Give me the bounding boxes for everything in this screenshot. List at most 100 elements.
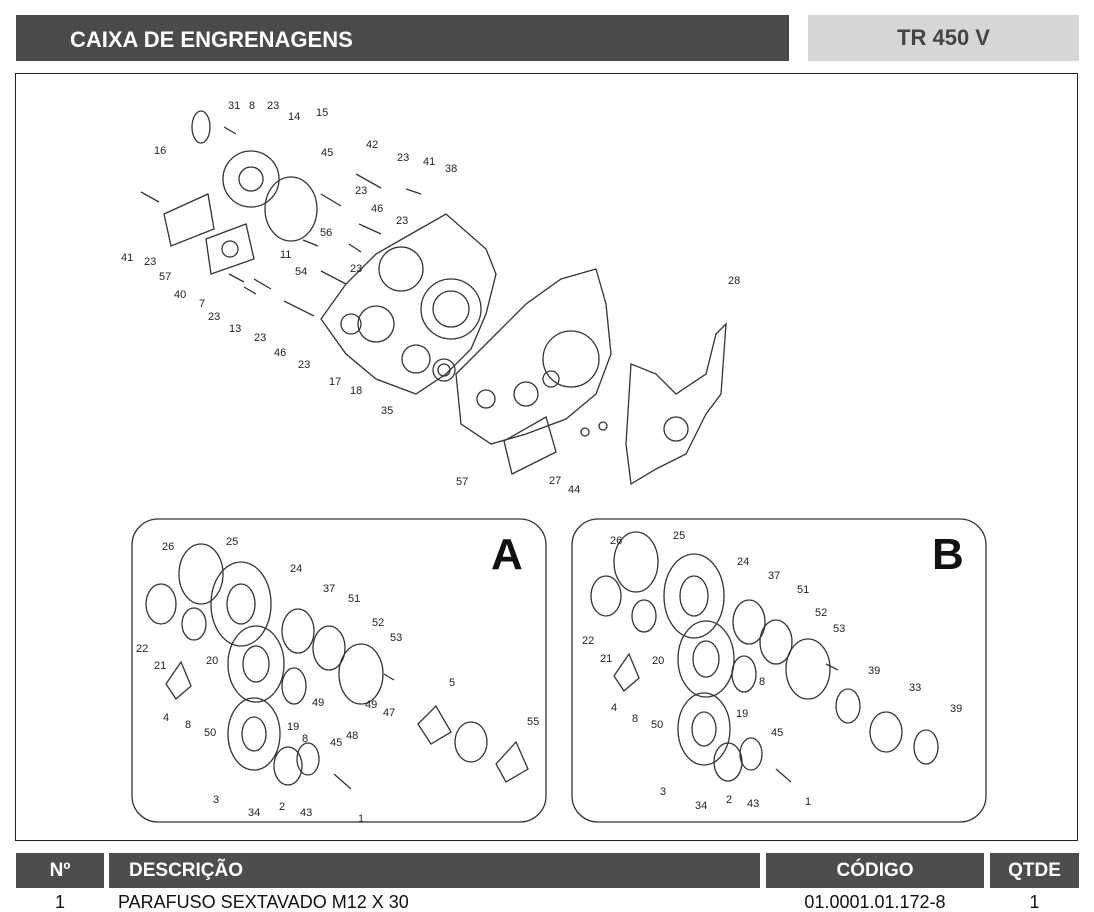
housing-callout: 14 (288, 111, 300, 123)
housing-callout: 23 (397, 152, 409, 164)
panel-a-callout: 2 (279, 801, 285, 813)
housing-callout: 28 (728, 275, 740, 287)
table-row-number: 1 (54, 892, 65, 912)
housing-callout: 57 (159, 271, 171, 283)
panel-a-callout: 45 (330, 737, 342, 749)
gear-housing-drawing (140, 110, 727, 486)
housing-callout: 18 (350, 385, 362, 397)
panel-a-callout: 20 (206, 655, 218, 667)
panel-a-callout: 37 (323, 583, 335, 595)
panel-a-letter: A (491, 530, 523, 579)
panel-b-callout: 20 (652, 655, 664, 667)
panel-a-callout: 53 (390, 632, 402, 644)
housing-callout: 17 (329, 376, 341, 388)
housing-callout: 42 (366, 139, 378, 151)
column-header-quantity: QTDE (990, 853, 1079, 888)
panel-a-callout: 43 (300, 807, 312, 819)
housing-callout: 40 (174, 289, 186, 301)
panel-b-callout: 50 (651, 719, 663, 731)
housing-callout: 23 (350, 263, 362, 275)
panel-a-callout: 52 (372, 617, 384, 629)
housing-callout: 16 (154, 145, 166, 157)
panel-b-callout: 24 (737, 556, 749, 568)
panel-a-callout: 48 (346, 730, 358, 742)
panel-a-callout: 1 (358, 813, 364, 825)
housing-callout: 57 (456, 476, 468, 488)
panel-b-callout: 1 (805, 796, 811, 808)
panel-a-callout: 8 (302, 733, 308, 745)
housing-callout: 11 (280, 249, 291, 261)
panel-a: A (131, 518, 547, 823)
panel-b-callout: 4 (611, 702, 617, 714)
housing-callout: 13 (229, 323, 241, 335)
housing-callout: 46 (274, 347, 286, 359)
panel-b-callout: 39 (868, 665, 880, 677)
panel-a-callout: 24 (290, 563, 302, 575)
panel-a-callout: 47 (383, 707, 395, 719)
panel-a-callout: 34 (248, 807, 260, 819)
table-row-description: PARAFUSO SEXTAVADO M12 X 30 (118, 892, 409, 912)
housing-callout: 44 (568, 484, 580, 496)
panel-a-callout: 51 (348, 593, 360, 605)
housing-callout: 56 (320, 227, 332, 239)
panel-b-callout: 25 (673, 530, 685, 542)
panel-a-callout: 50 (204, 727, 216, 739)
panel-a-callout: 22 (136, 643, 148, 655)
panel-a-callout: 3 (213, 794, 219, 806)
column-header-number: Nº (16, 853, 104, 888)
housing-callout: 46 (371, 203, 383, 215)
housing-callout: 23 (144, 256, 156, 268)
panel-a-callout: 26 (162, 541, 174, 553)
panel-a-callout: 19 (287, 721, 299, 733)
panel-b-callout: 33 (909, 682, 921, 694)
housing-callout: 38 (445, 163, 457, 175)
table-row-quantity: 1 (1029, 892, 1040, 912)
panel-b-callout: 8 (759, 676, 765, 688)
panel-b-callout: 39 (950, 703, 962, 715)
housing-callout: 54 (295, 266, 307, 278)
column-header-description: DESCRIÇÃO (109, 853, 760, 888)
panel-b: B (571, 518, 987, 823)
housing-callout: 8 (249, 100, 255, 112)
housing-callout: 23 (254, 332, 266, 344)
panel-a-callout: 55 (527, 716, 539, 728)
housing-callout: 7 (199, 298, 205, 310)
housing-callout: 23 (298, 359, 310, 371)
panel-b-callout: 45 (771, 727, 783, 739)
housing-callout: 41 (423, 156, 435, 168)
housing-callout: 15 (316, 107, 328, 119)
panel-b-callout: 51 (797, 584, 809, 596)
panel-b-callout: 19 (736, 708, 748, 720)
housing-callout: 27 (549, 475, 561, 487)
housing-callout: 45 (321, 147, 333, 159)
panel-b-callout: 52 (815, 607, 827, 619)
panel-b-callout: 34 (695, 800, 707, 812)
panel-b-callout: 43 (747, 798, 759, 810)
diagram-canvas: A B (121, 100, 987, 825)
panel-a-callout: 4 (163, 712, 169, 724)
column-header-code: CÓDIGO (766, 853, 984, 888)
panel-a-callout: 5 (449, 677, 455, 689)
panel-a-callout: 25 (226, 536, 238, 548)
housing-callout: 23 (396, 215, 408, 227)
housing-callout: 35 (381, 405, 393, 417)
panel-b-callout: 37 (768, 570, 780, 582)
panel-b-callout: 26 (610, 535, 622, 547)
panel-a-callout: 49 (312, 697, 324, 709)
panel-a-callout: 49 (365, 699, 377, 711)
housing-callout: 23 (355, 185, 367, 197)
panel-b-callout: 3 (660, 786, 666, 798)
exploded-view-diagram: A B (15, 73, 1078, 841)
panel-b-callout: 22 (582, 635, 594, 647)
panel-a-callout: 8 (185, 719, 191, 731)
housing-callout: 23 (267, 100, 279, 112)
panel-b-letter: B (932, 530, 964, 579)
model-label: TR 450 V (808, 15, 1079, 61)
page-title: CAIXA DE ENGRENAGENS (16, 15, 789, 61)
panel-a-callout: 21 (154, 660, 166, 672)
panel-b-callout: 8 (632, 713, 638, 725)
table-row-code: 01.0001.01.172-8 (804, 892, 946, 912)
panel-b-callout: 2 (726, 794, 732, 806)
housing-callout: 23 (208, 311, 220, 323)
